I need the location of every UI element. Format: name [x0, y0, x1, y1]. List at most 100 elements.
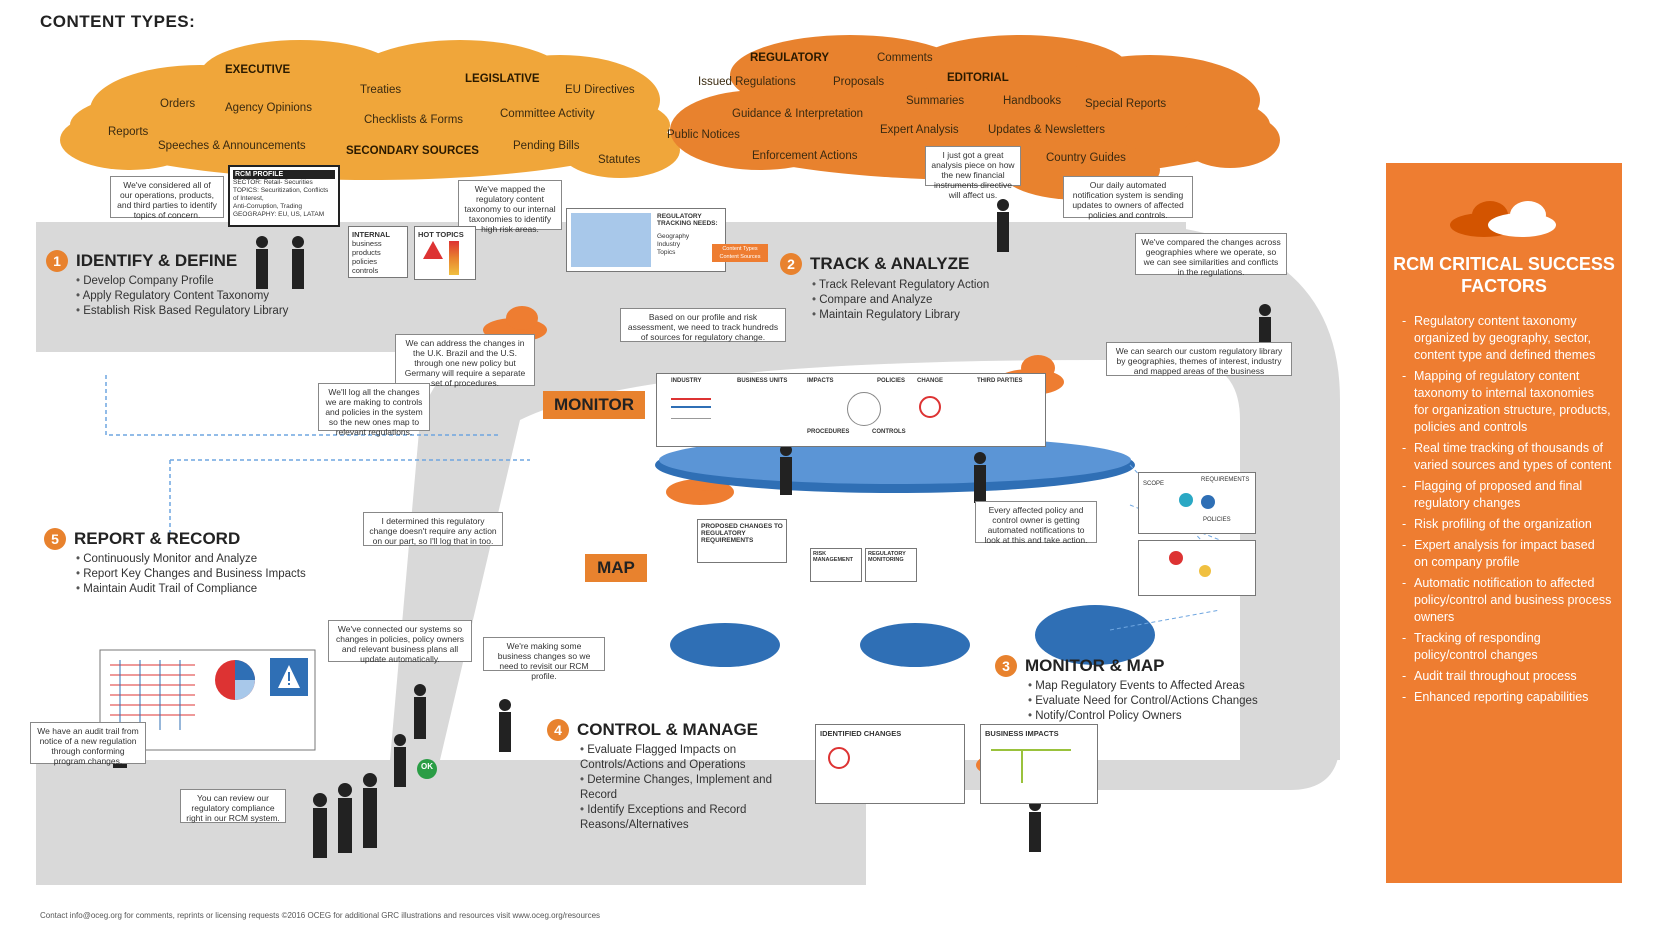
step-number-3: 3	[995, 655, 1017, 677]
rcm-profile-line: SECTOR: Retail- Securities	[233, 179, 313, 186]
monitor-board-label: INDUSTRY	[671, 378, 702, 384]
cloud-right-word: Country Guides	[1046, 152, 1126, 164]
monitor-board-label: CHANGE	[917, 378, 944, 384]
step-1-bullet: Apply Regulatory Content Taxonomy	[76, 289, 288, 304]
cloud-right-word: Expert Analysis	[880, 124, 959, 136]
step-label-1: IDENTIFY & DEFINE	[76, 251, 238, 270]
bubble-compared-geographies: We've compared the changes across geogra…	[1135, 233, 1287, 277]
success-factor-item: Audit trail throughout process	[1402, 668, 1612, 685]
cloud-right	[670, 35, 1280, 200]
monitor-board-label: IMPACTS	[807, 378, 834, 384]
report-grid-blue	[119, 660, 181, 730]
step-3-bullet: Notify/Control Policy Owners	[1028, 709, 1258, 724]
identified-changes-board: IDENTIFIED CHANGES	[815, 724, 965, 804]
cloud-left	[60, 40, 680, 180]
bubble-mapped-taxonomy: We've mapped the regulatory content taxo…	[458, 180, 562, 234]
step-number-4: 4	[547, 719, 569, 741]
cloud-left-word: Committee Activity	[500, 108, 595, 120]
step-3-bullet: Map Regulatory Events to Affected Areas	[1028, 679, 1258, 694]
cloud-left-word: Reports	[108, 126, 149, 138]
rcm-profile-line: Anti-Corruption, Trading	[233, 203, 303, 210]
change-cycle-icon	[828, 747, 850, 769]
tracking-tag-line: Content Sources	[719, 254, 761, 260]
cloud-logo-icon	[1450, 201, 1556, 237]
step-label-2: TRACK & ANALYZE	[810, 254, 970, 273]
map-tag: MAP	[585, 554, 647, 582]
industry-chart-icon	[671, 392, 711, 419]
bubble-daily-notification: Our daily automated notification system …	[1063, 176, 1193, 220]
bubble-search-library: We can search our custom regulatory libr…	[1106, 342, 1292, 376]
step-5-bullets: Continuously Monitor and AnalyzeReport K…	[76, 552, 306, 597]
success-factor-item: Risk profiling of the organization	[1402, 516, 1612, 533]
ok-label: OK	[421, 762, 433, 771]
step-label-3: MONITOR & MAP	[1025, 656, 1165, 675]
bubble-connected-systems: We've connected our systems so changes i…	[328, 620, 472, 664]
step-number-5: 5	[44, 528, 66, 550]
business-impacts-title: BUSINESS IMPACTS	[985, 729, 1059, 738]
bubble-considered-operations: We've considered all of our operations, …	[110, 176, 224, 220]
network-board	[1138, 540, 1256, 596]
step-2-bullets: Track Relevant Regulatory ActionCompare …	[812, 278, 989, 323]
track-center	[390, 352, 1100, 760]
cloud-right-word: Comments	[877, 52, 933, 64]
cloud-left-word: Treaties	[360, 84, 402, 96]
bubble-track-sources: Based on our profile and risk assessment…	[620, 308, 786, 342]
internal-board-title: INTERNAL	[352, 230, 390, 239]
proposed-changes-title: PROPOSED CHANGES TO REGULATORY REQUIREME…	[701, 523, 783, 544]
cloud-left-word: EXECUTIVE	[225, 64, 291, 76]
hot-topics-title: HOT TOPICS	[418, 230, 464, 239]
cloud-left-word: Speeches & Announcements	[158, 140, 306, 152]
step-1-bullets: Develop Company ProfileApply Regulatory …	[76, 274, 289, 319]
tracking-needs-line: Industry	[657, 241, 681, 248]
bubble-review-compliance: You can review our regulatory compliance…	[180, 789, 286, 823]
network-node-icon	[1169, 551, 1183, 565]
step-number-1: 1	[46, 250, 68, 272]
success-factor-item: Expert analysis for impact based on comp…	[1402, 537, 1612, 571]
report-grid	[110, 664, 195, 716]
step-1-bullet: Establish Risk Based Regulatory Library	[76, 304, 288, 319]
rcm-profile-title: RCM PROFILE	[233, 170, 335, 179]
tracking-tag-line: Content Types	[722, 246, 758, 252]
step-monitor-map: 3 MONITOR & MAP	[995, 655, 1164, 677]
network-node-icon-2	[1199, 565, 1211, 577]
impacts-line-icon	[991, 749, 1071, 751]
cloud-right-word: Handbooks	[1003, 95, 1062, 107]
monitor-tag: MONITOR	[543, 391, 645, 419]
step-3-bullet: Evaluate Need for Control/Actions Change…	[1028, 694, 1257, 709]
cloud-left-word: EU Directives	[565, 84, 635, 96]
rcm-profile-line: GEOGRAPHY: EU, US, LATAM	[233, 211, 325, 218]
cloud-left-word: SECONDARY SOURCES	[346, 145, 479, 157]
identified-changes-title: IDENTIFIED CHANGES	[820, 729, 902, 738]
panel-factor-list: Regulatory content taxonomy organized by…	[1402, 313, 1612, 710]
cloud-left-word: LEGISLATIVE	[465, 73, 540, 85]
bubble-revisit-profile: We're making some business changes so we…	[483, 637, 605, 681]
monitor-board-label: PROCEDURES	[807, 429, 850, 435]
tracking-needs-line: Geography	[657, 233, 690, 240]
map-table-1	[670, 623, 780, 667]
success-factor-item: Tracking of responding policy/control ch…	[1402, 630, 1612, 664]
step-1-bullet: Develop Company Profile	[76, 274, 288, 289]
cloud-left-word: Statutes	[598, 154, 641, 166]
thermometer-icon	[449, 241, 459, 275]
map-table-3	[1035, 605, 1155, 665]
step-2-bullet: Maintain Regulatory Library	[812, 308, 989, 323]
monitor-board-label: THIRD PARTIES	[977, 378, 1023, 384]
success-factor-item: Real time tracking of thousands of varie…	[1402, 440, 1612, 474]
step-3-bullets: Map Regulatory Events to Affected AreasE…	[1028, 679, 1258, 724]
bubble-automated-notifications: Every affected policy and control owner …	[975, 501, 1097, 545]
cloud-left-word: Checklists & Forms	[364, 114, 464, 126]
cloud-right-word: Summaries	[906, 95, 965, 107]
regulatory-monitoring-title: REGULATORY MONITORING	[868, 551, 906, 563]
internal-board-line: policies	[352, 257, 378, 266]
regulatory-monitoring-board: REGULATORY MONITORING	[865, 548, 917, 582]
internal-board-line: controls	[352, 266, 379, 275]
step-5-bullet: Maintain Audit Trail of Compliance	[76, 582, 306, 597]
cloud-left-word: Orders	[160, 98, 196, 110]
